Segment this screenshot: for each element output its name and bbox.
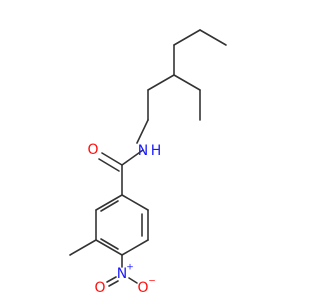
nitro-oxygen-label: O — [94, 280, 105, 296]
bond — [121, 239, 149, 256]
bond — [95, 239, 123, 256]
bond — [136, 119, 149, 144]
bond — [101, 152, 123, 166]
bond — [95, 194, 123, 211]
nitro-oxide-label: O — [137, 280, 148, 296]
molecule-structure: N H O N + O O − — [69, 29, 227, 296]
bond — [173, 74, 201, 91]
bond — [108, 280, 119, 287]
amide-nitrogen-label: N — [138, 143, 148, 159]
nitro-nitrogen-label: N — [117, 266, 127, 282]
bond — [147, 74, 175, 91]
bond — [121, 149, 144, 166]
bond — [100, 238, 119, 250]
bonds — [69, 29, 227, 287]
amide-hydrogen-label: H — [151, 143, 162, 159]
nitro-oxide-charge: − — [148, 277, 156, 287]
bond — [98, 158, 120, 172]
structure-drawing: N H O N + O O − — [69, 29, 227, 296]
bond — [128, 277, 138, 284]
bond — [199, 29, 227, 46]
atom-labels: N H O N + O O − — [87, 142, 161, 296]
bond — [100, 200, 119, 212]
bond — [173, 29, 201, 46]
bond — [106, 276, 117, 283]
carbonyl-oxygen-label: O — [87, 142, 98, 158]
nitro-nitrogen-charge: + — [126, 263, 134, 273]
bond — [121, 194, 149, 211]
bond — [69, 239, 97, 256]
